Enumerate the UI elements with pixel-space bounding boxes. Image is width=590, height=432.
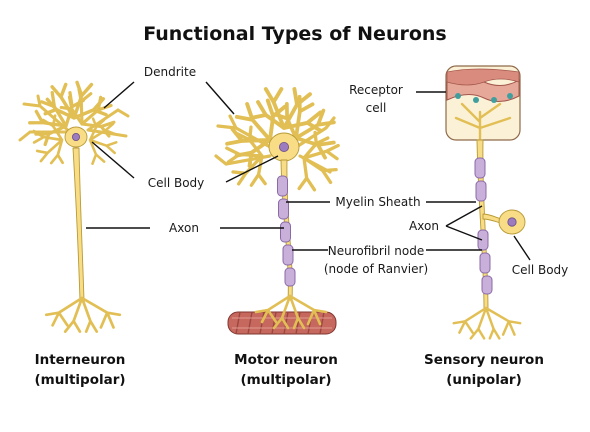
motor-neuron <box>214 87 347 335</box>
caption-interneuron-line2: (multipolar) <box>34 372 125 388</box>
label-receptor-line1: Receptor <box>349 83 403 97</box>
muscle-fiber <box>227 311 337 335</box>
label-node-line1: Neurofibril node <box>328 244 425 258</box>
label-dendrite: Dendrite <box>144 65 196 79</box>
motor-nucleus <box>278 141 289 152</box>
caption-sensory-line2: (unipolar) <box>446 372 522 388</box>
label-receptor-line2: cell <box>366 101 387 115</box>
caption-sensory-line1: Sensory neuron <box>424 352 544 368</box>
label-cell-body-right: Cell Body <box>512 263 569 277</box>
label-cell-body-left: Cell Body <box>148 176 205 190</box>
diagram-title: Functional Types of Neurons <box>143 23 446 45</box>
caption-motor-line1: Motor neuron <box>234 352 338 368</box>
motor-dendrites <box>214 87 347 196</box>
sensory-nucleus <box>507 217 517 227</box>
sensory-myelin-sheath <box>474 157 493 295</box>
interneuron <box>18 76 130 333</box>
label-axon-left: Axon <box>169 221 199 235</box>
caption-motor-line2: (multipolar) <box>240 372 331 388</box>
interneuron-dendrites <box>18 76 130 171</box>
receptor-cell <box>445 65 521 142</box>
interneuron-nucleus <box>72 132 81 141</box>
caption-interneuron-line1: Interneuron <box>35 352 126 368</box>
sensory-neuron <box>445 65 526 340</box>
sensory-terminal <box>452 306 522 340</box>
label-node-line2: (node of Ranvier) <box>324 262 428 276</box>
interneuron-axon <box>72 147 85 301</box>
leader-lines <box>86 81 531 261</box>
label-myelin-sheath: Myelin Sheath <box>335 195 420 209</box>
label-axon-right: Axon <box>409 219 439 233</box>
motor-myelin-sheath <box>277 175 296 287</box>
interneuron-terminal <box>44 296 122 333</box>
